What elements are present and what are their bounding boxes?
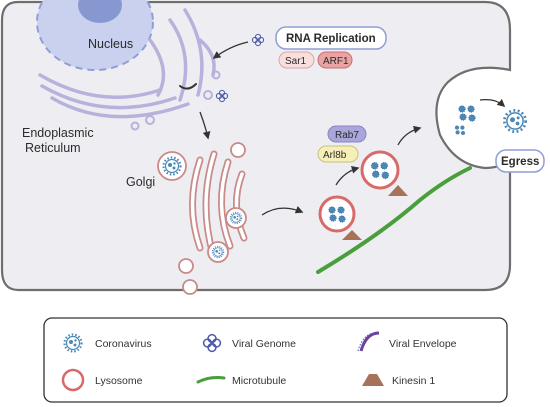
egress-virions	[454, 105, 476, 136]
kinesin-icon	[362, 374, 384, 386]
golgi-vesicle	[178, 258, 194, 274]
egress-box	[495, 149, 545, 173]
arrow-to-membrane	[397, 125, 422, 146]
er-label-line1: Endoplasmic	[22, 126, 94, 140]
er-label-line2: Reticulum	[25, 141, 81, 155]
legend-coronavirus: Coronavirus	[95, 338, 152, 350]
arrow-lysosome-up	[335, 165, 360, 186]
kinesin-motor	[342, 230, 362, 240]
rab7-label: Rab7	[335, 130, 359, 141]
rna-replication-label: RNA Replication	[286, 33, 376, 45]
legend-box	[43, 317, 508, 403]
sar1-label: Sar1	[285, 56, 307, 67]
arrow-er-to-golgi	[199, 111, 211, 140]
nucleus	[36, 0, 154, 71]
arl8b-badge	[317, 145, 359, 163]
lysosome-upper	[360, 150, 408, 196]
microtubule-icon	[196, 376, 226, 384]
coronavirus-icon	[503, 109, 527, 133]
endoplasmic-reticulum	[38, 8, 221, 131]
golgi-vesicle	[230, 142, 246, 158]
nucleus-label: Nucleus	[88, 37, 133, 51]
viral-envelope-icon	[357, 331, 380, 352]
legend-viral-genome: Viral Genome	[232, 338, 296, 350]
egress-label: Egress	[501, 156, 539, 168]
rna-replication-box	[275, 26, 387, 50]
golgi-vesicle	[182, 279, 198, 295]
arf1-badge	[317, 51, 353, 69]
legend-microtubule: Microtubule	[232, 375, 286, 387]
legend-lysosome: Lysosome	[95, 375, 143, 387]
golgi-label: Golgi	[126, 175, 155, 189]
cell-membrane	[0, 0, 512, 292]
kinesin-motor	[388, 185, 408, 196]
arrow-golgi-to-lysosome	[261, 206, 304, 216]
rab7-badge	[327, 125, 367, 143]
arrow-egress	[479, 98, 506, 108]
lysosome-icon	[61, 368, 85, 392]
arf1-label: ARF1	[323, 56, 349, 67]
microtubule	[316, 166, 472, 274]
legend-kinesin: Kinesin 1	[392, 375, 435, 387]
sar1-badge	[278, 51, 315, 69]
arl8b-label: Arl8b	[323, 150, 347, 161]
arrow-to-er	[212, 41, 249, 59]
lysosome-lower	[318, 195, 362, 240]
legend-viral-envelope: Viral Envelope	[389, 338, 457, 350]
